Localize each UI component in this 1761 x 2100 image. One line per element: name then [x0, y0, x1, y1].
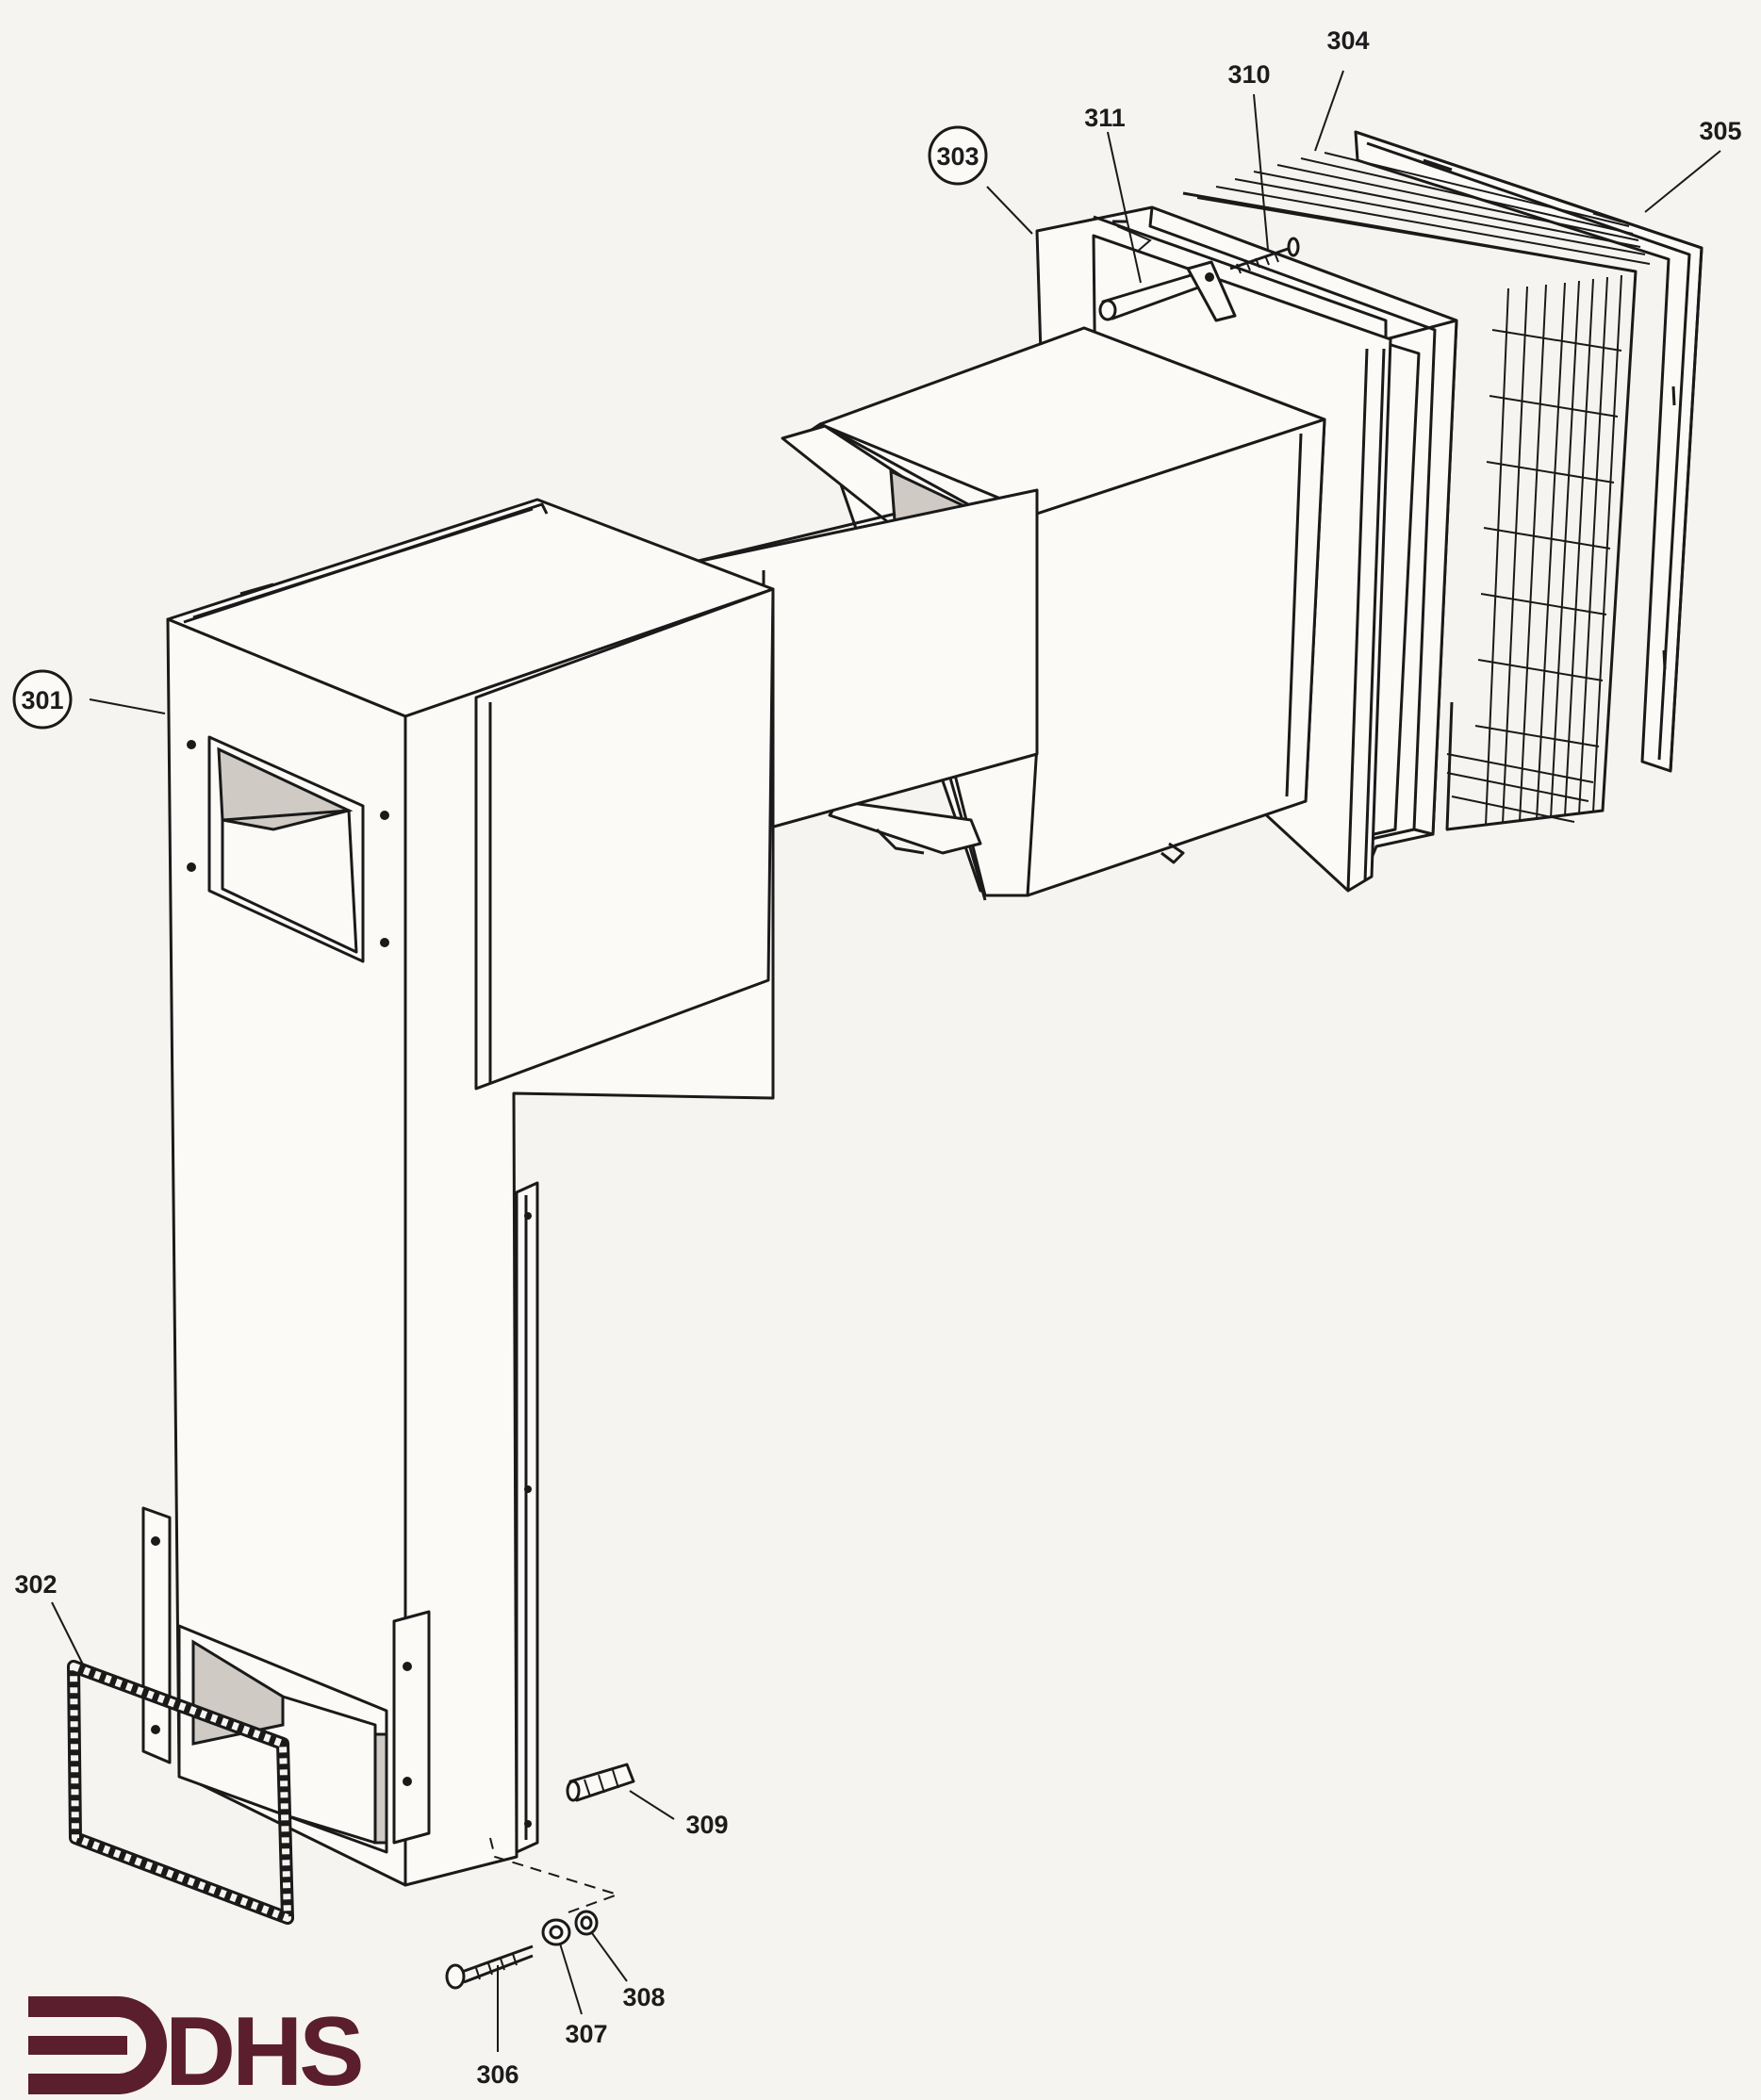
- screw-310: [1229, 237, 1300, 274]
- tie-bar-311: [1098, 260, 1237, 322]
- callout-308: 308: [622, 1983, 665, 2011]
- screw-306: [445, 1944, 534, 1990]
- callout-310: 310: [1227, 60, 1270, 89]
- assembly-dash-line: [489, 1837, 621, 1914]
- dhs-logo-mark: [28, 1996, 167, 2094]
- callout-306: 306: [476, 2060, 518, 2089]
- callout-305: 305: [1699, 117, 1741, 145]
- callout-302: 302: [14, 1570, 57, 1599]
- dhs-logo-text: DHS: [165, 1997, 361, 2100]
- wall-plug-309: [566, 1763, 635, 1802]
- callout-309: 309: [685, 1811, 728, 1839]
- callout-301: 301: [21, 686, 63, 714]
- gasket-302: [67, 1660, 294, 1925]
- callout-303: 303: [936, 142, 979, 171]
- main-duct-301: [141, 498, 775, 1887]
- washer-307: [541, 1918, 571, 1946]
- callout-307: 307: [565, 2020, 607, 2048]
- heat-exchanger-coil-304: [1182, 152, 1651, 831]
- callout-304: 304: [1326, 26, 1369, 55]
- callout-circle-303: [928, 125, 988, 186]
- callout-circle-301: [12, 669, 73, 730]
- callout-311: 311: [1084, 104, 1126, 132]
- washer-308: [574, 1910, 599, 1936]
- leader-lines: [51, 70, 1721, 2052]
- dhs-logo: DHS: [28, 1996, 365, 2100]
